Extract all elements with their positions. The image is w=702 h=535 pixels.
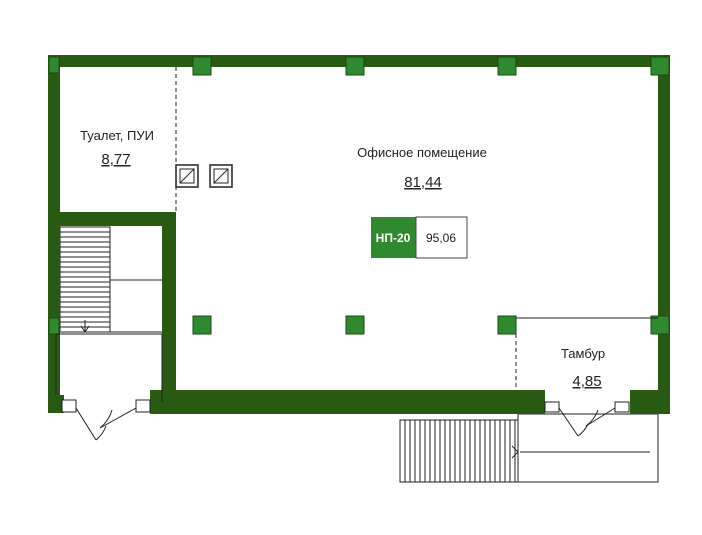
staircase-right: [399, 413, 659, 483]
room-name-office: Офисное помещение: [357, 145, 487, 160]
partitions: [55, 67, 658, 402]
room-area-toilet: 8,77: [101, 151, 130, 168]
staircase-left: [59, 226, 162, 333]
unit-badge: НП-20 95,06: [371, 216, 468, 259]
room-area-vestibule: 4,85: [572, 373, 601, 390]
unit-area: 95,06: [426, 231, 456, 245]
ventilation-shaft-icon: [175, 164, 199, 188]
columns: [48, 56, 670, 335]
ventilation-shaft-icon: [209, 164, 233, 188]
room-name-toilet: Туалет, ПУИ: [80, 128, 154, 143]
unit-code: НП-20: [376, 231, 411, 245]
room-area-office: 81,44: [404, 174, 442, 191]
door-left: [61, 399, 151, 441]
room-name-vestibule: Тамбур: [561, 346, 605, 361]
door-right: [544, 401, 630, 437]
